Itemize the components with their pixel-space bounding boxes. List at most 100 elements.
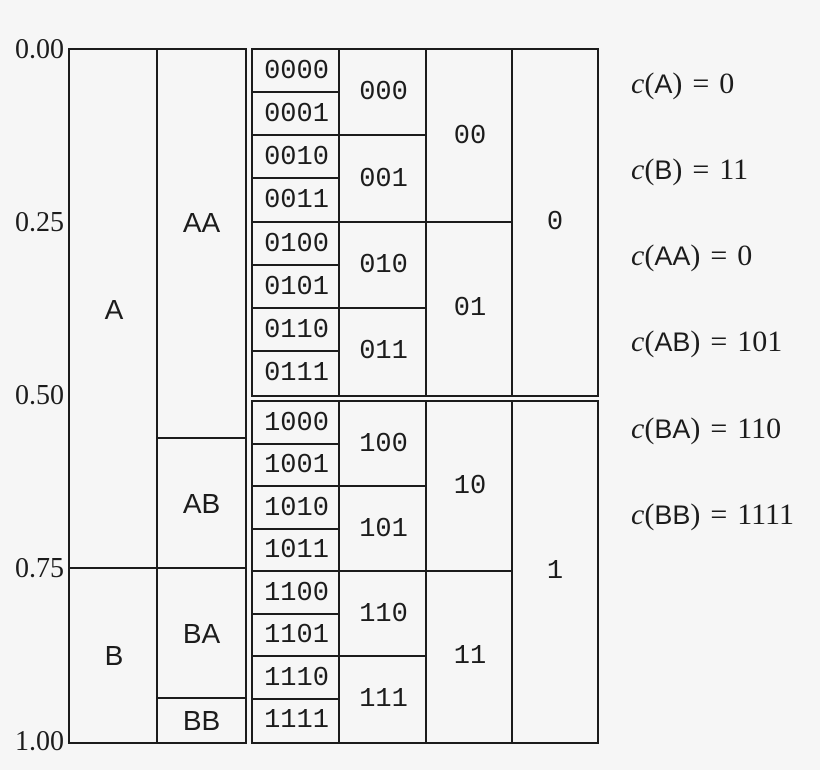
code-cell-010-label: 010 bbox=[359, 251, 408, 281]
axis-tick-1.00: 1.00 bbox=[15, 726, 64, 757]
code-cell-110: 110 bbox=[340, 570, 427, 657]
code-cell-0: 0 bbox=[513, 50, 597, 395]
codes-2bit-lower: 10 11 bbox=[425, 402, 513, 742]
code-cell-0101: 0101 bbox=[253, 264, 340, 309]
code-function-label: c bbox=[631, 412, 645, 445]
paren-open: ( bbox=[644, 498, 655, 531]
code-cell-0001-label: 0001 bbox=[264, 99, 329, 130]
code-cell-1110: 1110 bbox=[253, 655, 340, 700]
interval-cell-BB: BB bbox=[158, 697, 245, 742]
codes-3bit-lower: 100 101 110 111 bbox=[338, 402, 427, 742]
equals-sign: = bbox=[692, 153, 710, 186]
equals-sign: = bbox=[710, 498, 728, 531]
code-assignment-BB: c(BB) = 1111 bbox=[631, 498, 794, 538]
interval-cell-B: B bbox=[70, 567, 158, 742]
code-cell-1001-label: 1001 bbox=[264, 451, 329, 481]
code-cell-0000-label: 0000 bbox=[264, 56, 329, 87]
code-cell-0110: 0110 bbox=[253, 307, 340, 352]
paren-close: ) bbox=[690, 325, 701, 358]
code-cell-001: 001 bbox=[340, 134, 427, 223]
code-cell-0-label: 0 bbox=[546, 207, 564, 238]
paren-open: ( bbox=[644, 153, 655, 186]
code-cell-110-label: 110 bbox=[359, 599, 408, 630]
code-assignment-A: c(A)=0 bbox=[631, 67, 734, 107]
code-cell-1-label: 1 bbox=[546, 557, 564, 587]
paren-open: ( bbox=[644, 67, 655, 100]
code-function-label: c bbox=[631, 239, 645, 272]
code-function-label: c bbox=[631, 67, 645, 100]
code-cell-000: 000 bbox=[340, 50, 427, 136]
equals-sign: = bbox=[710, 325, 728, 358]
code-cell-1110-label: 1110 bbox=[264, 663, 329, 694]
code-cell-101-label: 101 bbox=[359, 514, 408, 545]
code-cell-0111: 0111 bbox=[253, 350, 340, 395]
code-value: 1111 bbox=[737, 498, 794, 531]
code-cell-0010-label: 0010 bbox=[264, 142, 329, 173]
code-symbol: A bbox=[654, 69, 673, 99]
interval-cell-AB-label: AB bbox=[182, 488, 221, 519]
code-symbol: B bbox=[654, 155, 673, 185]
interval-cell-B-label: B bbox=[104, 639, 124, 671]
equals-sign: = bbox=[710, 412, 728, 445]
code-value: 0 bbox=[737, 239, 753, 272]
code-cell-100: 100 bbox=[340, 402, 427, 487]
code-value: 0 bbox=[719, 67, 735, 100]
code-cell-011: 011 bbox=[340, 307, 427, 395]
code-cell-11-label: 11 bbox=[453, 642, 487, 672]
codes-4bit-upper: 0000 0001 0010 0011 0100 0101 0110 0111 bbox=[253, 50, 340, 395]
code-cell-01-label: 01 bbox=[453, 294, 487, 324]
equals-sign: = bbox=[692, 67, 710, 100]
code-cell-0011-label: 0011 bbox=[264, 186, 329, 216]
code-assignment-AA: c(AA)=0 bbox=[631, 239, 752, 279]
code-symbol: AB bbox=[654, 327, 691, 357]
code-cell-1011: 1011 bbox=[253, 528, 340, 572]
paren-close: ) bbox=[690, 412, 701, 445]
code-cell-011-label: 011 bbox=[359, 337, 408, 367]
code-cell-10-label: 10 bbox=[453, 472, 487, 502]
code-cell-100-label: 100 bbox=[359, 429, 408, 460]
code-cell-101: 101 bbox=[340, 485, 427, 572]
code-cell-000-label: 000 bbox=[359, 78, 408, 108]
code-cell-01: 01 bbox=[427, 221, 513, 395]
code-assignment-BA: c(BA)=110 bbox=[631, 412, 781, 452]
interval-cell-BB-label: BB bbox=[182, 704, 221, 736]
codes-2bit-upper: 00 01 bbox=[425, 50, 513, 395]
code-cell-0111-label: 0111 bbox=[264, 358, 329, 389]
code-cell-001-label: 001 bbox=[359, 164, 408, 195]
code-cell-010: 010 bbox=[340, 221, 427, 309]
interval-cell-AB: AB bbox=[158, 437, 245, 569]
code-assignment-B: c(B)=11 bbox=[631, 153, 748, 193]
code-cell-111: 111 bbox=[340, 655, 427, 742]
code-cell-11: 11 bbox=[427, 570, 513, 742]
codes-3bit-upper: 000 001 010 011 bbox=[338, 50, 427, 395]
paren-open: ( bbox=[644, 412, 655, 445]
code-function-label: c bbox=[631, 498, 645, 531]
axis-tick-0.25: 0.25 bbox=[15, 207, 64, 238]
code-cell-0000: 0000 bbox=[253, 50, 340, 93]
interval-cell-BA: BA bbox=[158, 567, 245, 699]
codes-1bit-lower: 1 bbox=[511, 402, 597, 742]
code-cell-0010: 0010 bbox=[253, 134, 340, 179]
code-cell-0100: 0100 bbox=[253, 221, 340, 266]
code-cell-0110-label: 0110 bbox=[264, 315, 329, 346]
code-symbol: BB bbox=[654, 500, 691, 530]
code-cell-111-label: 111 bbox=[359, 684, 408, 715]
code-cell-1100: 1100 bbox=[253, 570, 340, 615]
code-cell-1111: 1111 bbox=[253, 698, 340, 742]
code-cell-0011: 0011 bbox=[253, 177, 340, 223]
code-cell-1010: 1010 bbox=[253, 485, 340, 530]
paren-close: ) bbox=[690, 498, 701, 531]
code-function-label: c bbox=[631, 325, 645, 358]
code-cell-0101-label: 0101 bbox=[264, 272, 329, 303]
interval-cell-BA-label: BA bbox=[182, 618, 221, 649]
code-cell-1000-label: 1000 bbox=[264, 408, 329, 439]
paren-open: ( bbox=[644, 325, 655, 358]
paren-close: ) bbox=[672, 153, 683, 186]
code-value: 110 bbox=[737, 412, 782, 445]
code-value: 11 bbox=[719, 153, 749, 186]
code-cell-00-label: 00 bbox=[453, 121, 487, 152]
